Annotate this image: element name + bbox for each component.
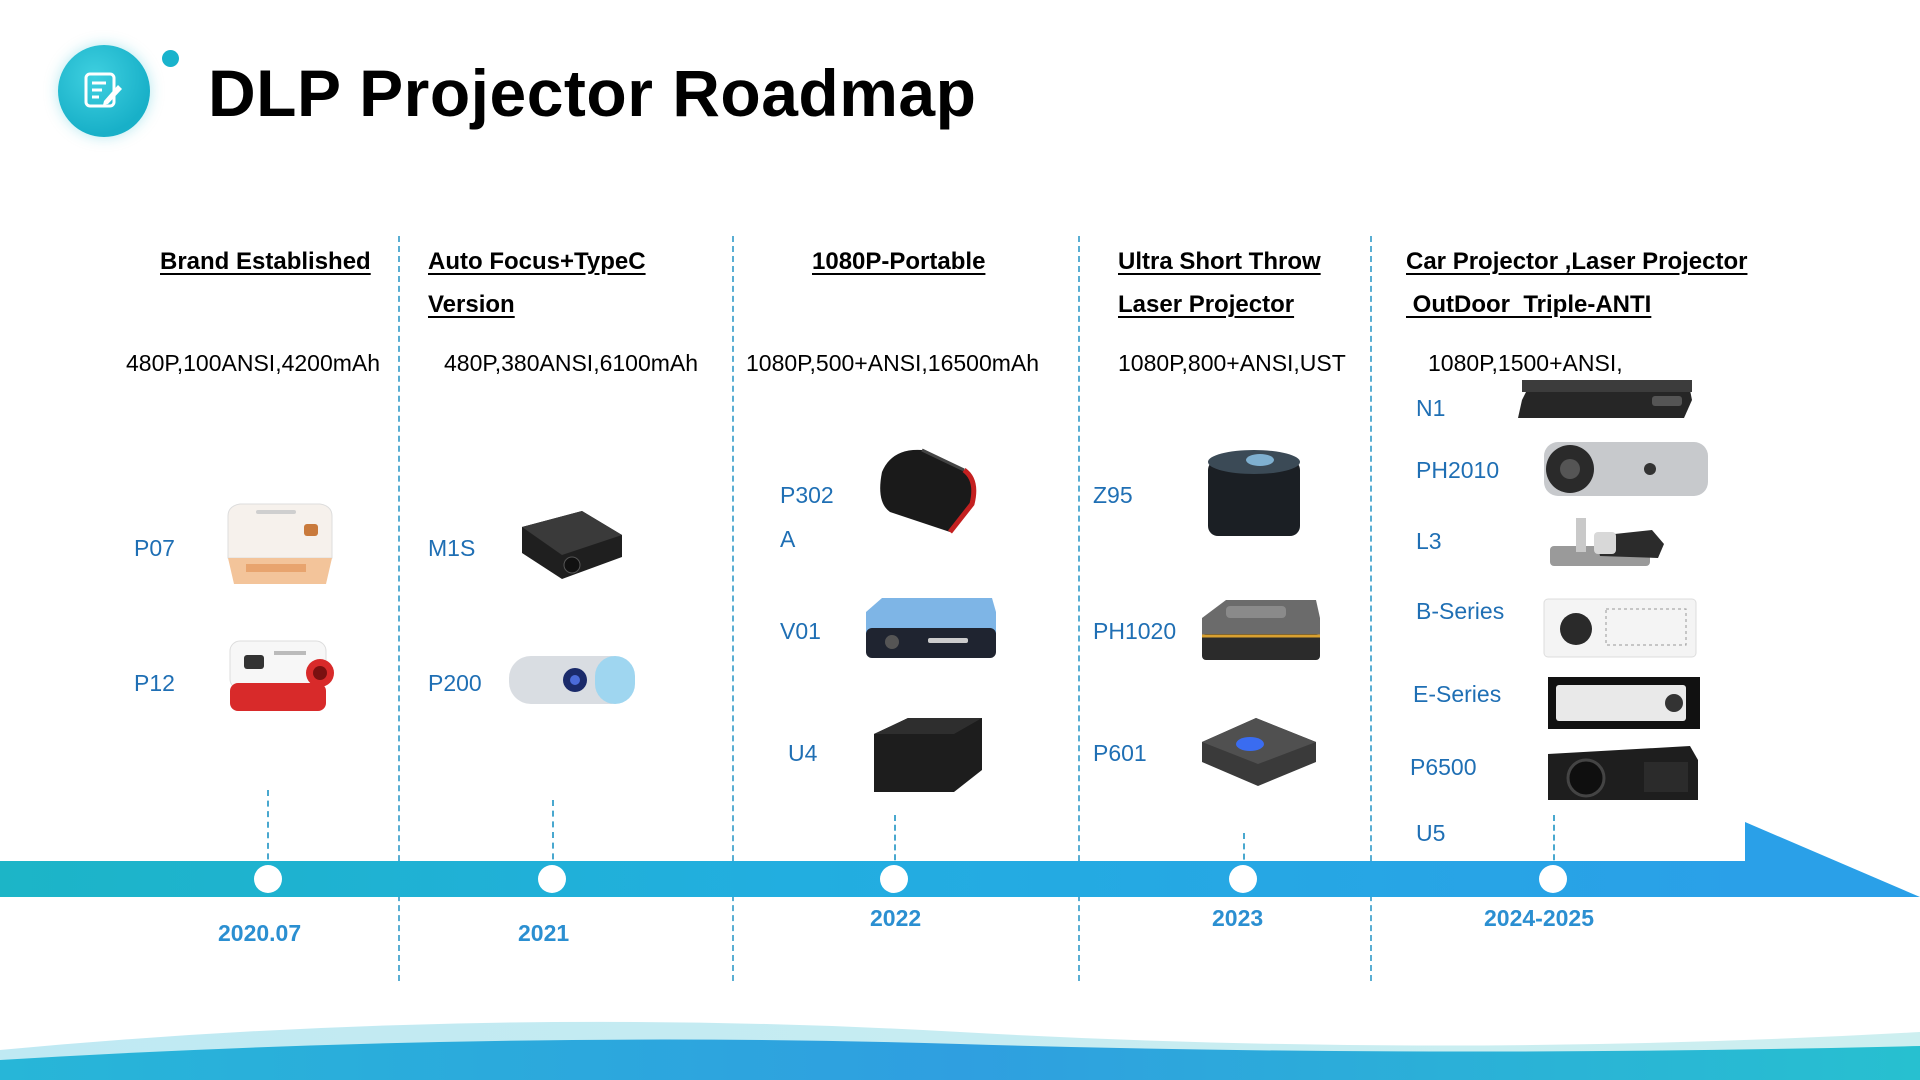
column-4-spec: 1080P,800+ANSI,UST bbox=[1118, 350, 1346, 376]
model-label-l3: L3 bbox=[1416, 528, 1442, 554]
projector-image-l3 bbox=[1550, 518, 1664, 566]
projector-image-b-series bbox=[1543, 598, 1697, 658]
projector-image-z95 bbox=[1208, 450, 1300, 536]
projector-image-v01 bbox=[866, 598, 996, 658]
model-label-u4: U4 bbox=[788, 740, 818, 766]
model-label-v01: V01 bbox=[780, 618, 821, 644]
projector-image-p200 bbox=[509, 656, 635, 704]
projector-image-p6500 bbox=[1548, 746, 1698, 800]
column-4-heading-line-1: Ultra Short Throw bbox=[1118, 248, 1321, 275]
column-4-heading-line-2: Laser Projector bbox=[1118, 291, 1295, 318]
projector-image-u4 bbox=[874, 718, 982, 792]
model-label-z95: Z95 bbox=[1093, 482, 1133, 508]
projector-image-m1s bbox=[522, 511, 622, 579]
model-label-u5: U5 bbox=[1416, 820, 1446, 846]
timeline-stem bbox=[552, 800, 554, 870]
model-label-ph1020: PH1020 bbox=[1093, 618, 1177, 644]
model-label-p302: P302 bbox=[780, 482, 834, 508]
model-label-p601: P601 bbox=[1093, 740, 1147, 766]
model-label-p12: P12 bbox=[134, 670, 175, 696]
column-1-heading: Brand Established bbox=[160, 248, 371, 275]
column-5-spec: 1080P,1500+ANSI, bbox=[1428, 350, 1623, 376]
projector-image-p12 bbox=[229, 640, 334, 711]
column-2-spec: 480P,380ANSI,6100mAh bbox=[444, 350, 699, 376]
projector-image-ph2010 bbox=[1544, 442, 1708, 496]
column-divider bbox=[398, 236, 400, 981]
column-1-spec: 480P,100ANSI,4200mAh bbox=[126, 350, 381, 376]
timeline-node-2024-2025 bbox=[1539, 865, 1567, 893]
projector-image-n1 bbox=[1518, 380, 1692, 418]
model-label-a: A bbox=[780, 526, 796, 552]
timeline-arrow-head bbox=[1745, 822, 1920, 897]
model-label-n1: N1 bbox=[1416, 395, 1446, 421]
model-label-p200: P200 bbox=[428, 670, 482, 696]
timeline-node-2020 bbox=[254, 865, 282, 893]
column-divider bbox=[732, 236, 734, 981]
year-label-2020: 2020.07 bbox=[218, 920, 302, 946]
year-label-2024-2025: 2024-2025 bbox=[1484, 905, 1594, 931]
logo-badge bbox=[58, 45, 150, 137]
column-3-spec: 1080P,500+ANSI,16500mAh bbox=[746, 350, 1040, 376]
projector-image-p601 bbox=[1202, 718, 1316, 786]
column-5-heading-line-2: OutDoor Triple-ANTI bbox=[1406, 291, 1652, 318]
column-2-heading-line-1: Auto Focus+TypeC bbox=[428, 248, 646, 275]
column-divider bbox=[1078, 236, 1080, 981]
year-label-2023: 2023 bbox=[1212, 905, 1264, 931]
projector-image-p302 bbox=[880, 448, 977, 534]
page-title: DLP Projector Roadmap bbox=[208, 56, 977, 130]
model-label-b-series: B-Series bbox=[1416, 598, 1505, 624]
projector-image-ph1020 bbox=[1202, 600, 1320, 660]
model-label-p6500: P6500 bbox=[1410, 754, 1477, 780]
notepad-edit-icon bbox=[84, 72, 122, 108]
projector-image-e-series bbox=[1548, 677, 1700, 729]
column-5-heading-line-1: Car Projector ,Laser Projector bbox=[1406, 248, 1748, 275]
projector-image-p07 bbox=[227, 503, 333, 584]
model-label-ph2010: PH2010 bbox=[1416, 457, 1500, 483]
year-label-2021: 2021 bbox=[518, 920, 570, 946]
year-label-2022: 2022 bbox=[870, 905, 922, 931]
model-label-p07: P07 bbox=[134, 535, 175, 561]
timeline-node-2022 bbox=[880, 865, 908, 893]
timeline-stem bbox=[267, 790, 269, 870]
column-3-heading: 1080P-Portable bbox=[812, 248, 986, 275]
model-label-e-series: E-Series bbox=[1413, 681, 1502, 707]
column-divider bbox=[1370, 236, 1372, 981]
column-2-heading-line-2: Version bbox=[428, 291, 515, 318]
decor-dot bbox=[162, 50, 179, 67]
model-label-m1s: M1S bbox=[428, 535, 476, 561]
timeline-node-2023 bbox=[1229, 865, 1257, 893]
timeline-node-2021 bbox=[538, 865, 566, 893]
bottom-wave-decoration bbox=[0, 1021, 1920, 1080]
timeline-stem bbox=[1243, 833, 1245, 870]
timeline-stem bbox=[894, 815, 896, 870]
timeline-stem bbox=[1553, 815, 1555, 870]
